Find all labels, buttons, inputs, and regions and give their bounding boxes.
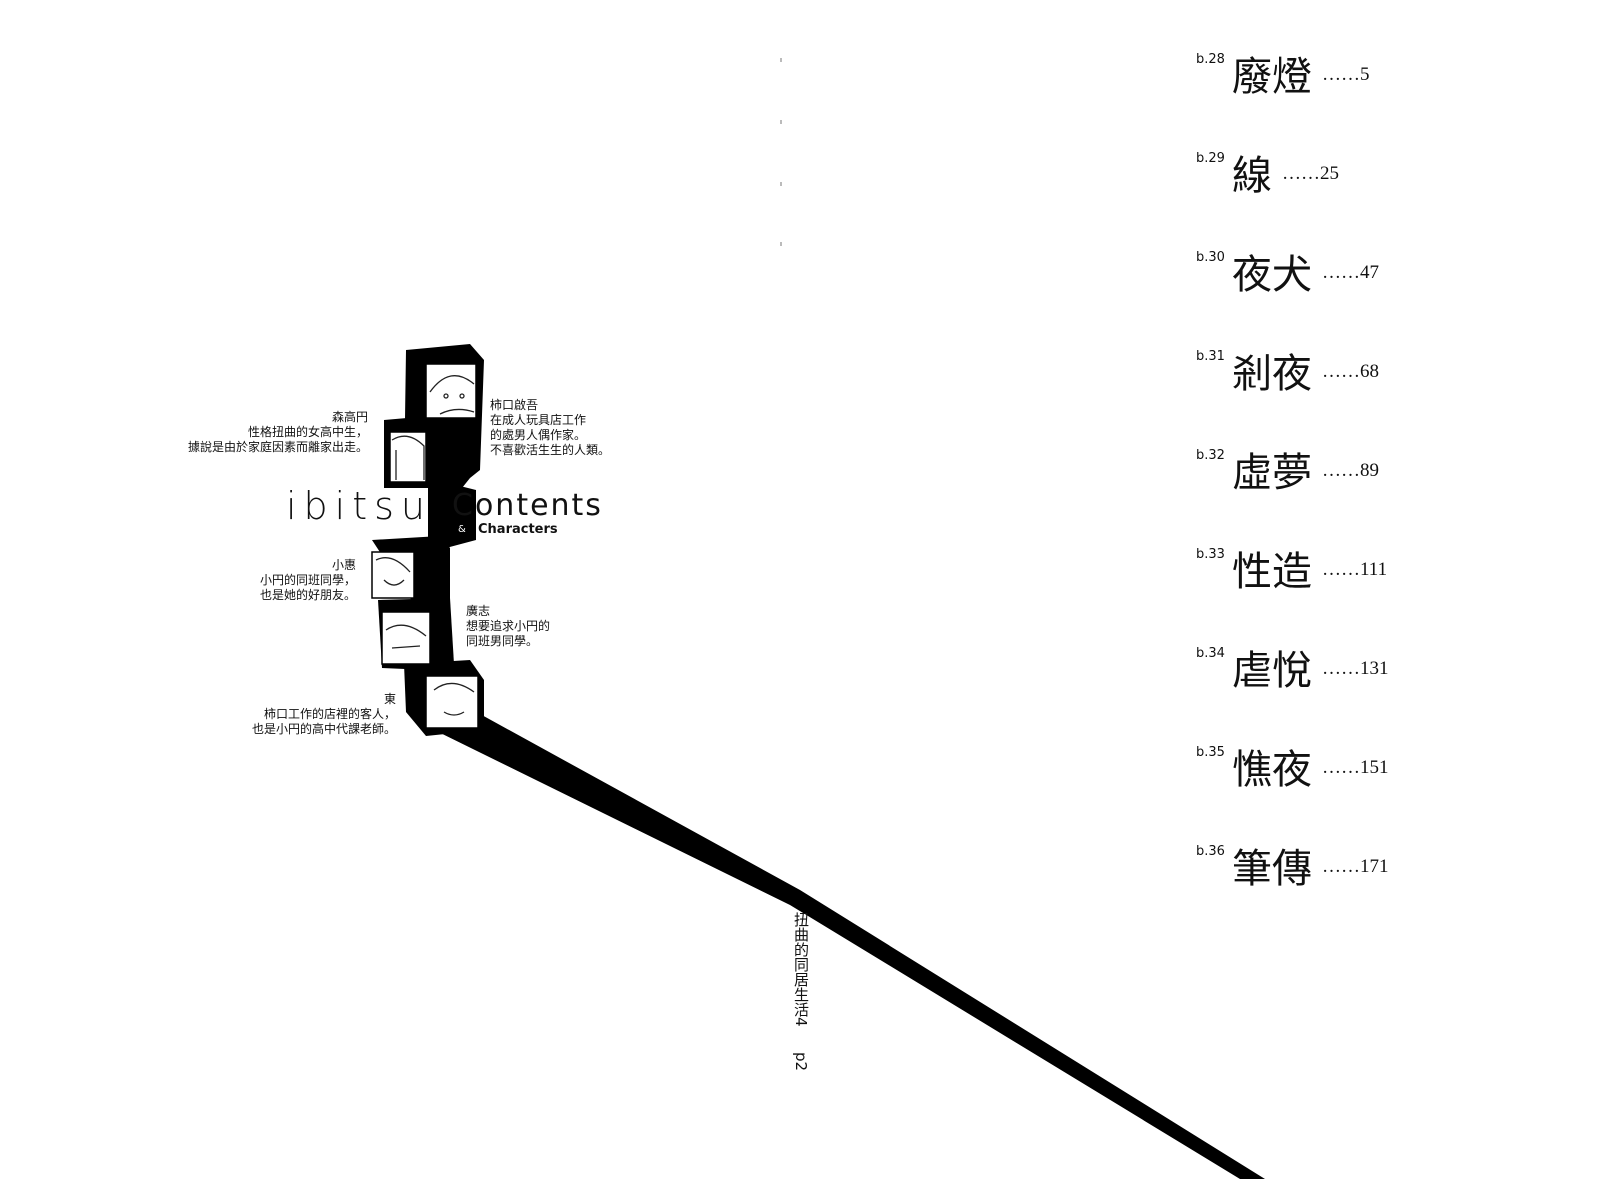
chapter-page: ……47: [1322, 262, 1379, 284]
page-num: 5: [1360, 64, 1370, 85]
chapter-title: 廢燈: [1232, 54, 1312, 100]
leader-dots: ……: [1322, 361, 1360, 382]
leader-dots: ……: [1322, 658, 1360, 679]
chapter-number: b.32: [1196, 448, 1225, 463]
page-num: 89: [1360, 460, 1379, 481]
chapter-number: b.35: [1196, 745, 1225, 760]
character-desc-line: 想要追求小円的: [466, 619, 551, 633]
leader-dots: ……: [1322, 559, 1360, 580]
chapter-number: b.34: [1196, 646, 1225, 661]
chapter-page: ……171: [1322, 856, 1389, 878]
character-name: 柿口啟吾: [490, 398, 539, 412]
character-hiroshi: 廣志 想要追求小円的 同班男同學。: [466, 604, 586, 649]
character-madoka: 森高円 性格扭曲的女高中生， 據說是由於家庭因素而離家出走。: [160, 410, 368, 455]
page-num: 47: [1360, 262, 1379, 283]
ampersand: &: [458, 524, 466, 535]
character-desc-line: 同班男同學。: [466, 634, 539, 648]
chapter-page: ……68: [1322, 361, 1379, 383]
chapter-page: ……131: [1322, 658, 1389, 680]
character-megumi: 小惠 小円的同班同學， 也是她的好朋友。: [226, 558, 356, 603]
page-number: p2: [792, 1052, 810, 1072]
character-name: 小惠: [331, 558, 356, 572]
page-num: 111: [1360, 559, 1388, 580]
chapter-number: b.31: [1196, 349, 1225, 364]
chapter-title: 虐悅: [1232, 648, 1312, 694]
portrait-frames: [371, 363, 479, 729]
chapter-title: 剎夜: [1232, 351, 1312, 397]
leader-dots: ……: [1322, 262, 1360, 283]
gutter-mark: [780, 120, 782, 124]
gutter-mark: [780, 58, 782, 62]
chapter-title: 線: [1232, 153, 1272, 199]
chapter-number: b.28: [1196, 52, 1225, 67]
chapter-page: ……151: [1322, 757, 1389, 779]
chapter-title: 憔夜: [1232, 747, 1312, 793]
page-num: 131: [1360, 658, 1389, 679]
character-desc-line: 在成人玩具店工作: [490, 413, 587, 427]
chapter-page: ……89: [1322, 460, 1379, 482]
characters-heading: Characters: [478, 522, 558, 537]
chapter-page: ……25: [1282, 163, 1339, 185]
character-desc-line: 也是她的好朋友。: [259, 588, 356, 602]
gutter-mark: [780, 242, 782, 246]
gutter-mark: [780, 182, 782, 186]
chapter-page: ……111: [1322, 559, 1387, 581]
leader-dots: ……: [1322, 64, 1360, 85]
portrait-megumi: [371, 551, 415, 599]
portrait-azuma: [425, 675, 479, 729]
chapter-title: 筆傳: [1232, 846, 1312, 892]
character-azuma: 東 柿口工作的店裡的客人， 也是小円的高中代課老師。: [230, 692, 396, 737]
character-desc-line: 小円的同班同學，: [259, 573, 356, 587]
character-desc-line: 的處男人偶作家。: [490, 428, 587, 442]
leader-dots: ……: [1282, 163, 1320, 184]
character-desc-line: 性格扭曲的女高中生，: [247, 425, 368, 439]
chapter-title: 夜犬: [1232, 252, 1312, 298]
character-name: 廣志: [466, 604, 491, 618]
book-title-vertical: 扭曲的同居生活4: [792, 912, 810, 1027]
series-title: ibitsu: [286, 484, 433, 528]
leader-dots: ……: [1322, 460, 1360, 481]
chapter-page: ……5: [1322, 64, 1370, 86]
chapter-title: 性造: [1232, 549, 1312, 595]
character-desc-line: 柿口工作的店裡的客人，: [263, 707, 396, 721]
character-desc-line: 也是小円的高中代課老師。: [251, 722, 396, 736]
chapter-number: b.29: [1196, 151, 1225, 166]
character-desc-line: 不喜歡活生生的人類。: [490, 443, 611, 457]
page-num: 151: [1360, 757, 1389, 778]
character-name: 東: [383, 692, 396, 706]
character-name: 森高円: [331, 410, 368, 424]
page-num: 171: [1360, 856, 1389, 877]
chapter-number: b.30: [1196, 250, 1225, 265]
page-num: 68: [1360, 361, 1379, 382]
contents-heading: Contents: [452, 488, 603, 523]
chapter-number: b.33: [1196, 547, 1225, 562]
portrait-kakiguchi: [425, 363, 477, 419]
leader-dots: ……: [1322, 757, 1360, 778]
chapter-title: 虛夢: [1232, 450, 1312, 496]
portrait-hiroshi: [381, 611, 431, 665]
long-shadow: [418, 714, 1265, 1179]
page-num: 25: [1320, 163, 1339, 184]
character-kakiguchi: 柿口啟吾 在成人玩具店工作 的處男人偶作家。 不喜歡活生生的人類。: [490, 398, 650, 458]
character-desc-line: 據說是由於家庭因素而離家出走。: [187, 440, 368, 454]
leader-dots: ……: [1322, 856, 1360, 877]
chapter-number: b.36: [1196, 844, 1225, 859]
